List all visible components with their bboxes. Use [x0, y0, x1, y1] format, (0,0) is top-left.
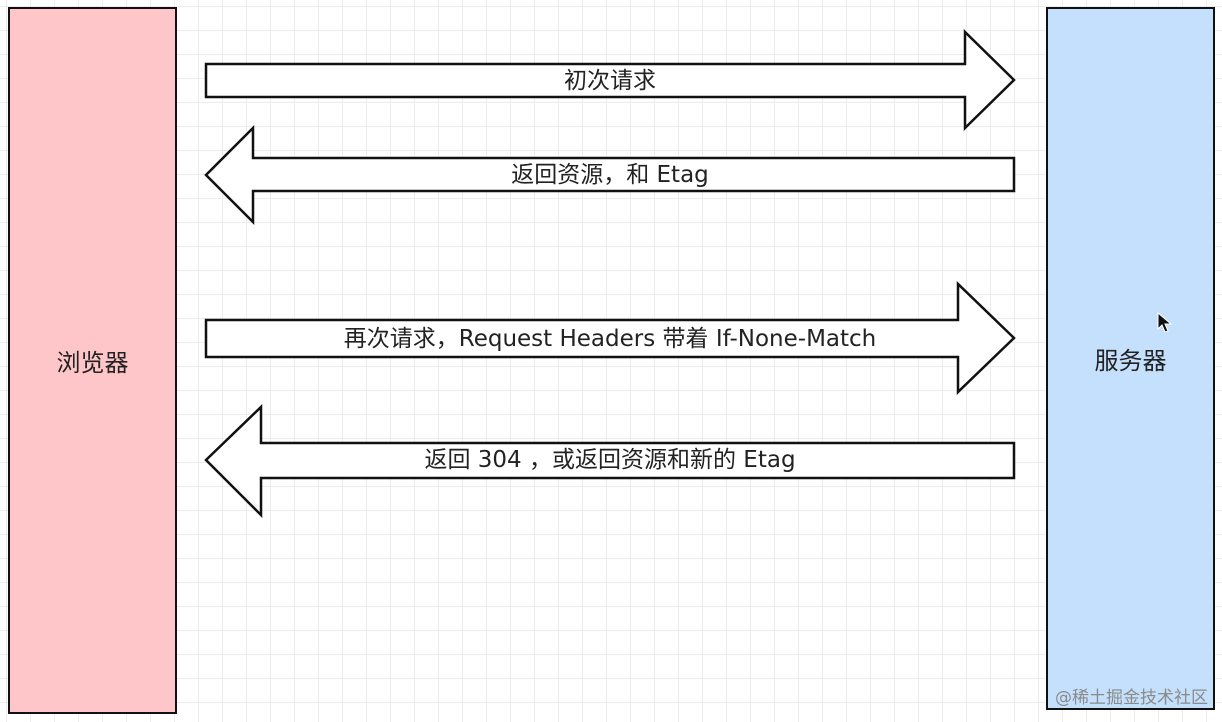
- server-label: 服务器: [1094, 347, 1167, 375]
- return-resource-label: 返回资源，和 Etag: [511, 162, 709, 188]
- mouse-pointer-icon: [1157, 312, 1173, 333]
- return-304-label: 返回 304 ，或返回资源和新的 Etag: [424, 447, 796, 473]
- browser-label: 浏览器: [56, 349, 129, 377]
- server-box: 服务器: [1046, 7, 1215, 710]
- repeat-request-label: 再次请求，Request Headers 带着 If-None-Match: [343, 326, 877, 352]
- initial-request-label: 初次请求: [564, 68, 656, 94]
- browser-box: 浏览器: [8, 7, 177, 714]
- watermark: @稀土掘金技术社区: [1055, 688, 1208, 708]
